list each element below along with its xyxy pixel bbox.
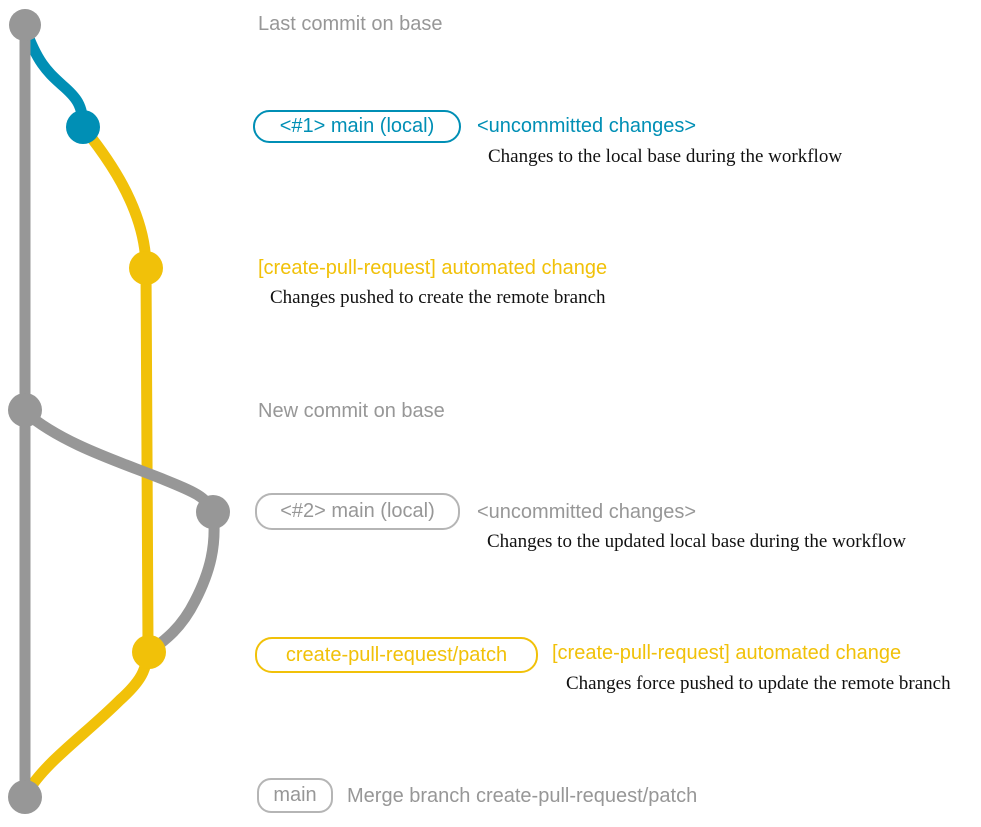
- branch-badge-patch: create-pull-request/patch: [255, 637, 538, 673]
- local-main-branch-line: [19, 22, 89, 133]
- branch-badge-main-local-1-text: <#1> main (local): [279, 115, 435, 137]
- commit-node-main-local-1: [66, 110, 100, 144]
- branch-badge-patch-text: create-pull-request/patch: [285, 643, 508, 666]
- merge-commit-label: Merge branch create-pull-request/patch: [347, 785, 698, 807]
- description-force-pushed-update-branch: Changes force pushed to update the remot…: [566, 673, 951, 694]
- commit-node-main-local-2: [196, 495, 230, 529]
- uncommitted-changes-note-1: <uncommitted changes>: [477, 115, 697, 137]
- commit-node-automated-change-2: [132, 635, 166, 669]
- new-commit-label: New commit on base: [258, 400, 445, 422]
- branch-badge-main-local-2-text: <#2> main (local): [280, 500, 435, 522]
- branch-badge-main-local-1: <#1> main (local): [253, 110, 461, 143]
- uncommitted-changes-note-2: <uncommitted changes>: [477, 501, 697, 523]
- patch-branch-line: [21, 121, 154, 799]
- branch-badge-main-local-2: <#2> main (local): [255, 493, 460, 530]
- commit-node-merge: [8, 780, 42, 814]
- automated-change-title-2: [create-pull-request] automated change: [552, 642, 902, 664]
- branch-badge-main: main: [257, 778, 333, 813]
- automated-change-title-1: [create-pull-request] automated change: [258, 257, 608, 279]
- description-local-base-changes: Changes to the local base during the wor…: [488, 146, 843, 167]
- last-commit-label: Last commit on base: [258, 13, 443, 35]
- base-update-curve: [19, 406, 220, 658]
- branch-badge-main-text: main: [273, 784, 317, 806]
- commit-node-new-base: [8, 393, 42, 427]
- commit-node-automated-change-1: [129, 251, 163, 285]
- commit-node-last-base: [9, 9, 41, 41]
- description-pushed-create-branch: Changes pushed to create the remote bran…: [270, 287, 606, 308]
- description-updated-local-base-changes: Changes to the updated local base during…: [487, 531, 906, 552]
